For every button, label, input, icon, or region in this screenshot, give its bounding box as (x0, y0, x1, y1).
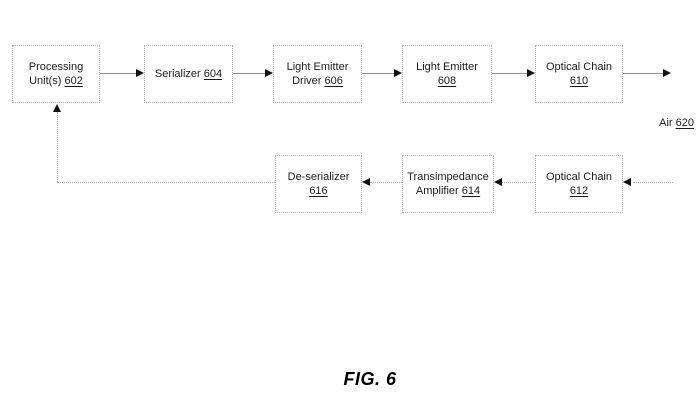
connector-614-to-616 (370, 182, 402, 183)
ref-numeral: 610 (569, 75, 589, 87)
block-optical-chain-612-label: Optical Chain 612 (545, 171, 613, 197)
block-light-emitter-driver: Light Emitter Driver 606 (273, 45, 362, 103)
block-light-emitter-driver-label: Light Emitter Driver 606 (286, 61, 349, 87)
figure-caption: FIG. 6 (343, 369, 397, 389)
ref-numeral: 604 (203, 68, 223, 80)
block-serializer: Serializer 604 (144, 45, 233, 103)
arrowhead-right-icon (394, 69, 402, 77)
block-light-emitter: Light Emitter 608 (402, 45, 492, 103)
connector-616-feedback-vertical (57, 112, 58, 182)
ref-numeral: 606 (324, 75, 343, 87)
connector-604-to-606 (233, 73, 266, 74)
ref-numeral: 614 (461, 185, 481, 197)
ref-numeral: 612 (569, 185, 589, 197)
block-optical-chain-610: Optical Chain 610 (535, 45, 623, 103)
block-optical-chain-610-label: Optical Chain 610 (545, 61, 613, 87)
arrowhead-right-icon (527, 69, 535, 77)
ref-numeral: 620 (675, 117, 694, 129)
block-serializer-label: Serializer 604 (154, 68, 223, 80)
block-transimpedance-amplifier-label: Transimpedance Amplifier 614 (407, 171, 489, 197)
block-optical-chain-612: Optical Chain 612 (535, 155, 623, 213)
air-label: Air 620 (659, 117, 694, 129)
block-light-emitter-label: Light Emitter 608 (416, 61, 478, 87)
ref-numeral: 608 (437, 75, 457, 87)
block-de-serializer: De-serializer 616 (275, 155, 362, 213)
ref-numeral: 602 (64, 75, 83, 87)
block-processing-unit: Processing Unit(s) 602 (12, 45, 100, 103)
arrowhead-right-icon (663, 69, 671, 77)
arrowhead-left-icon (494, 178, 502, 186)
arrowhead-right-icon (265, 69, 273, 77)
block-transimpedance-amplifier: Transimpedance Amplifier 614 (402, 155, 494, 213)
connector-610-to-air (623, 73, 663, 74)
arrowhead-left-icon (623, 178, 631, 186)
block-processing-unit-label: Processing Unit(s) 602 (28, 61, 84, 87)
connector-air-to-612 (633, 182, 673, 183)
arrowhead-right-icon (136, 69, 144, 77)
connector-612-to-614 (502, 182, 535, 183)
connector-616-feedback-horizontal (57, 182, 275, 183)
connector-606-to-608 (362, 73, 395, 74)
arrowhead-up-icon (53, 104, 61, 112)
block-de-serializer-label: De-serializer 616 (287, 171, 350, 197)
ref-numeral: 616 (309, 185, 328, 197)
arrowhead-left-icon (362, 178, 370, 186)
connector-608-to-610 (492, 73, 528, 74)
connector-602-to-604 (100, 73, 137, 74)
